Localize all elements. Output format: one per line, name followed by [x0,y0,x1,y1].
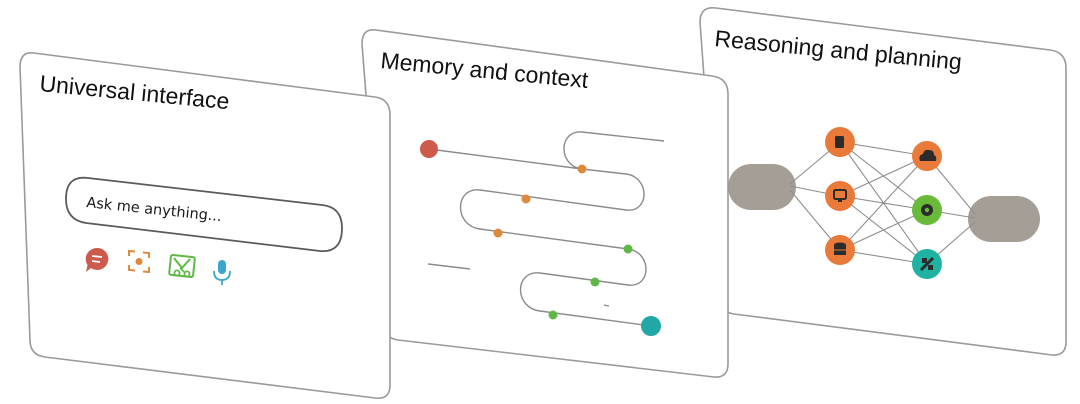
reasoning-card-frame [699,6,1067,356]
network-node-1 [825,127,855,157]
search-input[interactable] [65,176,343,252]
chat-icon[interactable] [85,247,109,272]
memory-card-frame [361,28,729,378]
network-node-4 [912,141,942,171]
memory-timeline-track [427,131,665,327]
memory-marker-2 [521,194,531,204]
image-icon[interactable] [168,253,196,279]
network-node-3 [825,235,855,265]
output-pill [968,196,1040,242]
search-bar[interactable]: Ask me anything... [65,176,343,252]
memory-marker-6 [548,310,558,320]
reasoning-card: Reasoning and planning [699,6,1067,356]
network-node-2 [825,181,855,211]
memory-marker-5 [590,277,600,287]
network-node-5 [912,195,942,225]
memory-card: Memory and context [361,28,729,378]
input-pill [728,164,796,210]
memory-marker-4 [623,244,633,254]
memory-end-marker [641,316,661,336]
microphone-icon[interactable] [213,260,231,285]
screen-capture-icon[interactable] [128,249,150,274]
memory-marker-3 [493,228,503,238]
network-node-6 [912,249,942,279]
memory-marker-1 [577,164,587,174]
interface-card: Universal interface Ask me anything... [19,51,391,400]
memory-start-marker [420,140,438,158]
